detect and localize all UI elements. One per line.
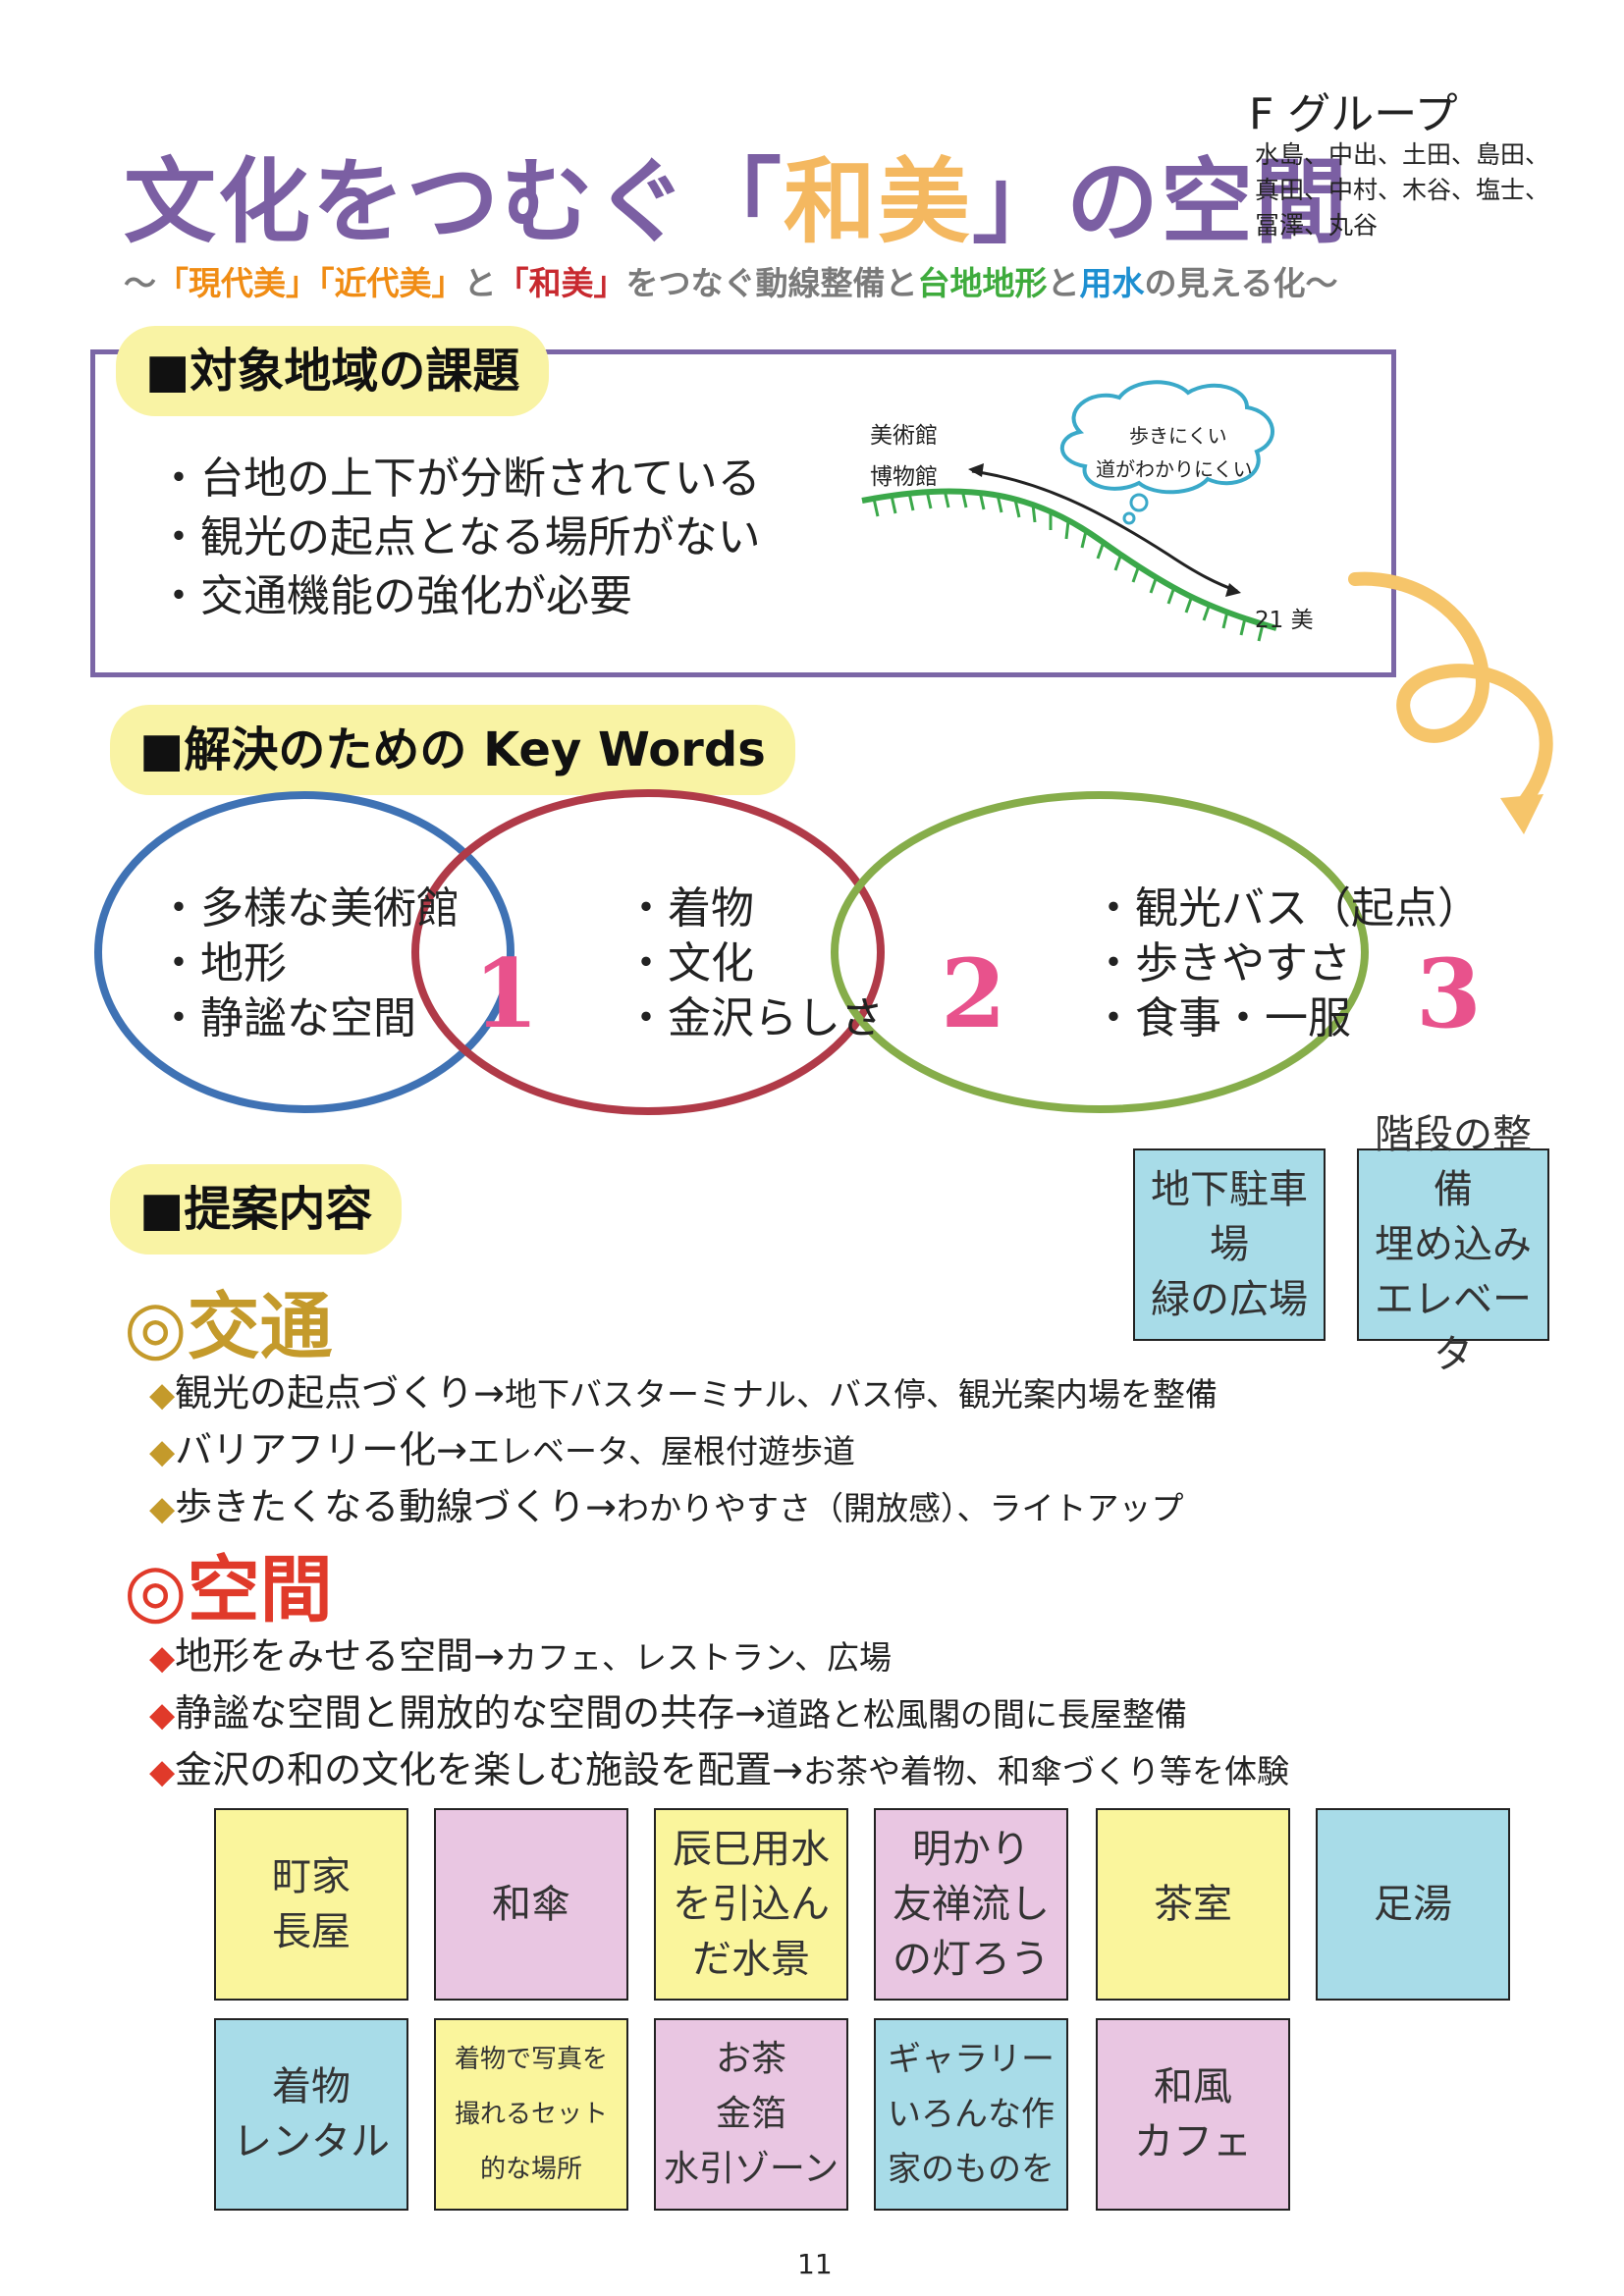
note-footbath: 足湯 — [1316, 1808, 1510, 2001]
group-name: F グループ — [1249, 89, 1458, 139]
keyword-circle-2 — [411, 789, 885, 1115]
note-photo-set: 着物で写真を 撮れるセット 的な場所 — [434, 2018, 628, 2211]
note-wagasa: 和傘 — [434, 1808, 628, 2001]
keyword-circle-1 — [94, 791, 514, 1113]
issues-tab: ■対象地域の課題 — [116, 326, 550, 416]
keyword-number-3: 3 — [1416, 938, 1482, 1049]
traffic-item: ◆歩きたくなる動線づくり→わかりやすさ（開放感）、ライトアップ — [149, 1485, 1184, 1528]
page-title: 文化をつむぐ「和美」の空間 — [124, 148, 1350, 256]
speech-bubble — [1059, 380, 1274, 525]
flow-arrow — [1348, 571, 1553, 834]
keyword-item: ・歩きやすさ — [1092, 938, 1351, 988]
note-parking: 地下駐車場 緑の広場 — [1133, 1148, 1326, 1341]
bubble-line: 道がわかりにくい — [1096, 457, 1253, 481]
label-21-museum: 21 美 — [1255, 608, 1314, 633]
keyword-list-3: ・観光バス（起点） ・歩きやすさ ・食事・一服 — [1092, 881, 1481, 1046]
note-tea-zone: お茶 金箔 水引ゾーン — [654, 2018, 848, 2211]
space-item: ◆金沢の和の文化を楽しむ施設を配置→お茶や着物、和傘づくり等を体験 — [149, 1748, 1289, 1791]
slope-ground — [861, 488, 1277, 642]
note-water: 辰巳用水 を引込ん だ水景 — [654, 1808, 848, 2001]
members-line: 冨澤、丸谷 — [1255, 211, 1379, 240]
members-line: 水島、中出、土田、島田、 — [1255, 140, 1550, 169]
issue-item: ・交通機能の強化が必要 — [157, 571, 632, 621]
traffic-item: ◆観光の起点づくり→地下バスターミナル、バス停、観光案内場を整備 — [149, 1371, 1218, 1415]
note-gallery: ギャラリー いろんな作 家のものを — [874, 2018, 1068, 2211]
slope-diagram — [861, 380, 1277, 642]
keyword-circles — [94, 789, 1369, 1115]
traffic-heading: ◎交通 — [124, 1285, 333, 1369]
keyword-item: ・地形 — [157, 938, 287, 988]
keyword-number-2: 2 — [941, 938, 1006, 1049]
label-museum-history: 博物館 — [870, 464, 938, 490]
note-lantern: 明かり 友禅流し の灯ろう — [874, 1808, 1068, 2001]
space-item: ◆地形をみせる空間→カフェ、レストラン、広場 — [149, 1634, 893, 1678]
keyword-list-1: ・多様な美術館 ・地形 ・静謐な空間 — [157, 881, 460, 1046]
members-line: 真田、中村、木谷、塩士、 — [1255, 176, 1550, 204]
keywords-tab: ■解決のための Key Words — [110, 705, 795, 795]
keyword-item: ・多様な美術館 — [157, 883, 460, 934]
note-machiya: 町家 長屋 — [214, 1808, 408, 2001]
traffic-item: ◆バリアフリー化→エレベータ、屋根付遊歩道 — [149, 1428, 856, 1471]
proposal-tab: ■提案内容 — [110, 1164, 403, 1255]
issues-list: ・台地の上下が分断されている ・観光の起点となる場所がない ・交通機能の強化が必… — [157, 450, 761, 626]
member-list: 水島、中出、土田、島田、 真田、中村、木谷、塩士、 冨澤、丸谷 — [1255, 137, 1579, 243]
title-highlight: 和美 — [784, 148, 973, 256]
keyword-item: ・金沢らしさ — [624, 993, 884, 1043]
note-teahouse: 茶室 — [1096, 1808, 1290, 2001]
space-item: ◆静謐な空間と開放的な空間の共存→道路と松風閣の間に長屋整備 — [149, 1691, 1187, 1735]
keyword-item: ・文化 — [624, 938, 754, 988]
keyword-item: ・観光バス（起点） — [1092, 883, 1481, 934]
issues-box — [90, 349, 1396, 677]
double-arrow — [968, 463, 1241, 597]
subtitle: ～「現代美」「近代美」と「和美」をつなぐ動線整備と台地地形と用水の見える化～ — [124, 264, 1338, 302]
page-number: 11 — [797, 2248, 833, 2280]
bubble-line: 歩きにくい — [1129, 424, 1227, 448]
note-stairs: 階段の整備 埋め込み エレベータ — [1357, 1112, 1549, 1377]
keyword-circle-3 — [831, 791, 1369, 1113]
keyword-number-1: 1 — [473, 938, 539, 1049]
keyword-item: ・食事・一服 — [1092, 993, 1351, 1043]
keyword-item: ・着物 — [624, 883, 754, 934]
keyword-list-2: ・着物 ・文化 ・金沢らしさ — [624, 881, 884, 1046]
label-museum-art: 美術館 — [870, 423, 938, 449]
issue-item: ・台地の上下が分断されている — [157, 454, 761, 504]
space-heading: ◎空間 — [124, 1548, 333, 1632]
note-kimono-rental: 着物 レンタル — [214, 2018, 408, 2211]
issue-item: ・観光の起点となる場所がない — [157, 512, 761, 562]
keyword-item: ・静謐な空間 — [157, 993, 416, 1043]
note-cafe: 和風 カフェ — [1096, 2018, 1290, 2211]
